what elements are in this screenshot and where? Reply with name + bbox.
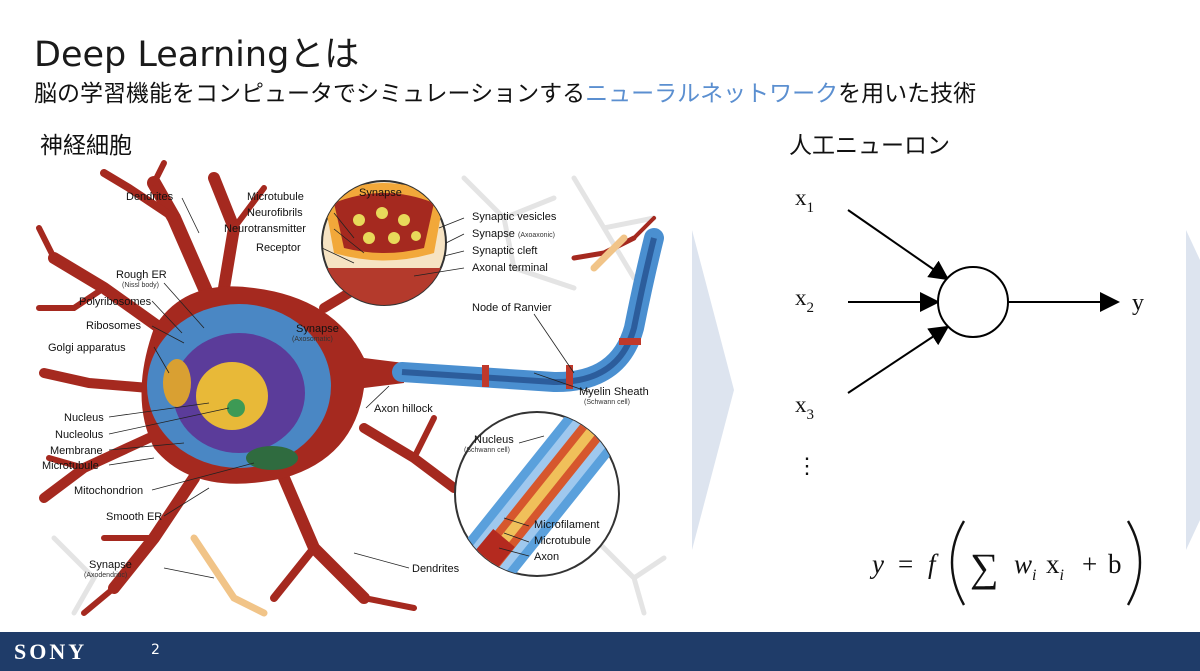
axon-core xyxy=(401,237,657,386)
label-ribosomes: Ribosomes xyxy=(86,320,142,332)
formula-x: x xyxy=(1046,549,1060,579)
formula-sum: ∑ xyxy=(970,545,999,590)
svg-text:x1: x1 xyxy=(795,185,814,216)
label-mitochondrion: Mitochondrion xyxy=(74,485,143,497)
label-axon-hillock: Axon hillock xyxy=(374,403,433,415)
input-x2: x xyxy=(795,285,807,310)
label-synapse-bottom: Synapse xyxy=(89,559,132,571)
svg-text:x3: x3 xyxy=(795,392,814,423)
label-axon: Axon xyxy=(534,551,559,563)
formula-x-sub: i xyxy=(1060,567,1064,584)
nodes-of-ranvier xyxy=(482,338,641,389)
subtitle-before: 脳の学習機能をコンピュータでシミュレーションする xyxy=(34,81,586,107)
label-microtubule-inset: Microtubule xyxy=(534,535,591,547)
left-paren xyxy=(950,520,966,606)
golgi xyxy=(163,359,191,407)
label-receptor: Receptor xyxy=(256,242,301,254)
neuron-diagram: Dendrites Rough ER (Nissl body) Polyribo… xyxy=(36,160,667,617)
label-synaptic-cleft: Synaptic cleft xyxy=(472,245,537,257)
nucleolus-dot xyxy=(227,399,245,417)
label-myelin-sheath: Myelin Sheath xyxy=(579,386,649,398)
subtitle-after: を用いた技術 xyxy=(838,81,977,107)
label-synapse-inset: Synapse xyxy=(359,187,402,199)
input-ellipsis: ⋮ xyxy=(796,453,818,478)
label-golgi: Golgi apparatus xyxy=(48,342,126,354)
label-microtubule-left: Microtubule xyxy=(42,460,99,472)
label-microfilament: Microfilament xyxy=(534,519,599,531)
sony-logo: SONY xyxy=(14,639,88,664)
label-node-of-ranvier: Node of Ranvier xyxy=(472,302,552,314)
right-paren xyxy=(1126,520,1142,606)
nucleus-body xyxy=(196,362,268,430)
label-rough-er-sub: (Nissl body) xyxy=(122,282,159,289)
label-synapse-axosomatic: Synapse xyxy=(296,323,339,335)
label-axonal-terminal: Axonal terminal xyxy=(472,262,548,274)
label-dendrites-bottom: Dendrites xyxy=(412,563,460,575)
formula-eq: = xyxy=(898,549,913,579)
label-nucleus-schwann: Nucleus xyxy=(474,434,514,446)
neuron-heading: 神経細胞 xyxy=(40,133,132,159)
label-rough-er: Rough ER xyxy=(116,269,167,281)
label-neurotransmitter: Neurotransmitter xyxy=(224,223,306,235)
neuron-formula: y = f ∑ wi xi + b xyxy=(869,520,1142,606)
label-synapse-bottom-sub: (Axodendritic) xyxy=(84,572,127,579)
input-x1-sub: 1 xyxy=(807,200,815,216)
svg-text:xi: xi xyxy=(1046,549,1064,584)
label-synaptic-vesicles: Synaptic vesicles xyxy=(472,211,557,223)
input-arrow-3 xyxy=(847,325,950,394)
label-synapse-right-sub: (Axoaxonic) xyxy=(518,232,555,239)
artificial-neuron-heading: 人工ニューロン xyxy=(789,133,950,159)
flow-chevron-right-icon xyxy=(1186,230,1200,550)
label-synapse-right: Synapse xyxy=(472,228,515,240)
footer-bar: SONY 2 xyxy=(0,632,1200,671)
label-microtubule-top: Microtubule xyxy=(247,191,304,203)
background-neurons xyxy=(51,175,667,616)
input-x3-sub: 3 xyxy=(807,407,815,423)
label-nucleus-schwann-sub: (Schwann cell) xyxy=(464,447,510,454)
neuron-node xyxy=(937,266,1009,338)
label-nucleus: Nucleus xyxy=(64,412,104,424)
label-smooth-er: Smooth ER xyxy=(106,511,162,523)
formula-b: b xyxy=(1108,549,1122,579)
output-y: y xyxy=(1132,290,1144,316)
mitochondria xyxy=(246,446,298,470)
formula-f: f xyxy=(928,549,939,579)
label-membrane: Membrane xyxy=(50,445,103,457)
page-number: 2 xyxy=(151,642,160,658)
label-polyribosomes: Polyribosomes xyxy=(79,296,152,308)
slide-subtitle: 脳の学習機能をコンピュータでシミュレーションするニューラルネットワークを用いた技… xyxy=(34,74,976,108)
formula-plus: + xyxy=(1082,549,1097,579)
label-nucleolus: Nucleolus xyxy=(55,429,104,441)
label-synapse-axosomatic-sub: (Axosomatic) xyxy=(292,336,333,343)
svg-text:x2: x2 xyxy=(795,285,814,316)
input-x3: x xyxy=(795,392,807,417)
flow-chevron-icon xyxy=(692,230,734,550)
formula-w: w xyxy=(1014,549,1032,579)
svg-text:wi: wi xyxy=(1014,549,1036,584)
leader-lines xyxy=(108,197,590,579)
label-myelin-sheath-sub: (Schwann cell) xyxy=(584,399,630,406)
formula-w-sub: i xyxy=(1032,567,1036,584)
perceptron-diagram: x1 x2 x3 ⋮ y xyxy=(795,185,1144,478)
slide-title: Deep Learningとは xyxy=(34,35,360,75)
input-arrow-1 xyxy=(847,209,950,281)
label-dendrites-top: Dendrites xyxy=(126,191,174,203)
subtitle-highlight: ニューラルネットワーク xyxy=(585,81,839,107)
formula-lhs: y xyxy=(869,549,884,579)
label-neurofibrils: Neurofibrils xyxy=(247,207,303,219)
input-x2-sub: 2 xyxy=(807,300,815,316)
input-x1: x xyxy=(795,185,807,210)
